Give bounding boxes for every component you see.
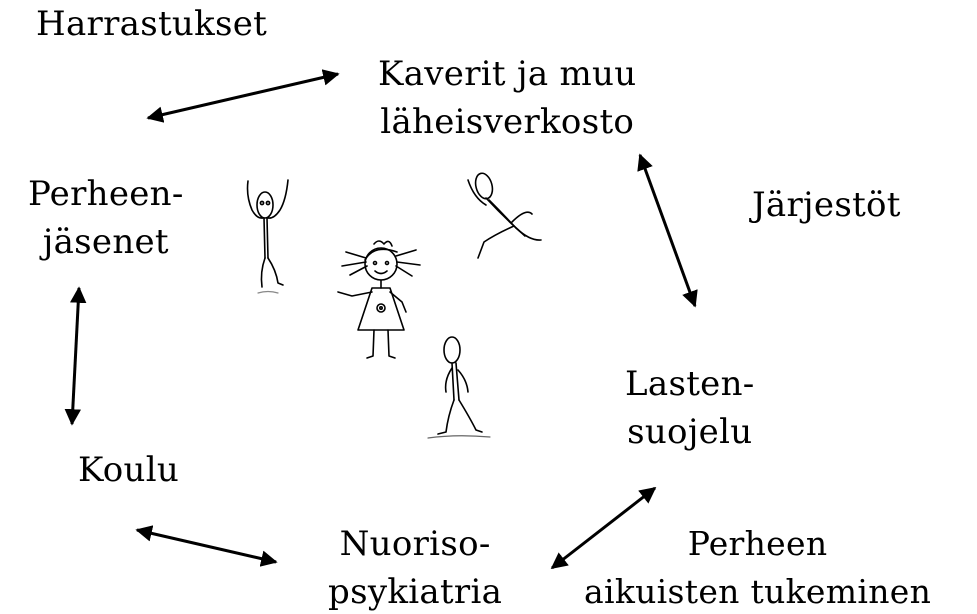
label-youth-psychiatry-line2: psykiatria	[328, 572, 503, 612]
arrow-friends-child-protection	[637, 153, 698, 308]
stick-figure-walking	[427, 336, 491, 439]
label-child-protection: Lasten- suojelu	[625, 360, 755, 456]
label-youth-psychiatry: Nuoriso- psykiatria	[328, 520, 502, 614]
label-family-members-line1: Perheen-	[28, 174, 184, 214]
label-family-members: Perheen- jäsenet	[28, 170, 184, 266]
label-friends-line2: läheisverkosto	[380, 102, 635, 142]
label-child-protection-line2: suojelu	[627, 412, 753, 452]
arrow-family-school	[64, 286, 87, 426]
label-friends-line1: Kaverit ja muu	[378, 54, 637, 94]
label-family-members-line2: jäsenet	[42, 222, 169, 262]
label-hobbies-text: Harrastukset	[36, 4, 268, 44]
label-child-protection-line1: Lasten-	[625, 364, 755, 404]
label-organizations: Järjestöt	[752, 181, 901, 229]
label-parent-support-line1: Perheen	[687, 524, 828, 563]
arrow-psychiatry-child-protection	[550, 486, 657, 570]
label-youth-psychiatry-line1: Nuoriso-	[339, 524, 491, 564]
label-organizations-text: Järjestöt	[752, 185, 901, 225]
girl-with-pigtails	[337, 240, 421, 359]
stick-figure-running	[467, 172, 542, 259]
label-parent-support: Perheen aikuisten tukeminen	[584, 520, 931, 614]
arrow-family-friends	[146, 69, 340, 123]
label-parent-support-line2: aikuisten tukeminen	[584, 572, 932, 611]
label-school: Koulu	[78, 446, 179, 494]
stick-figure-arms-raised	[246, 179, 289, 294]
label-friends: Kaverit ja muu läheisverkosto	[378, 50, 636, 146]
label-hobbies: Harrastukset	[36, 0, 267, 48]
label-school-text: Koulu	[78, 450, 180, 490]
arrow-school-psychiatry	[135, 525, 278, 567]
